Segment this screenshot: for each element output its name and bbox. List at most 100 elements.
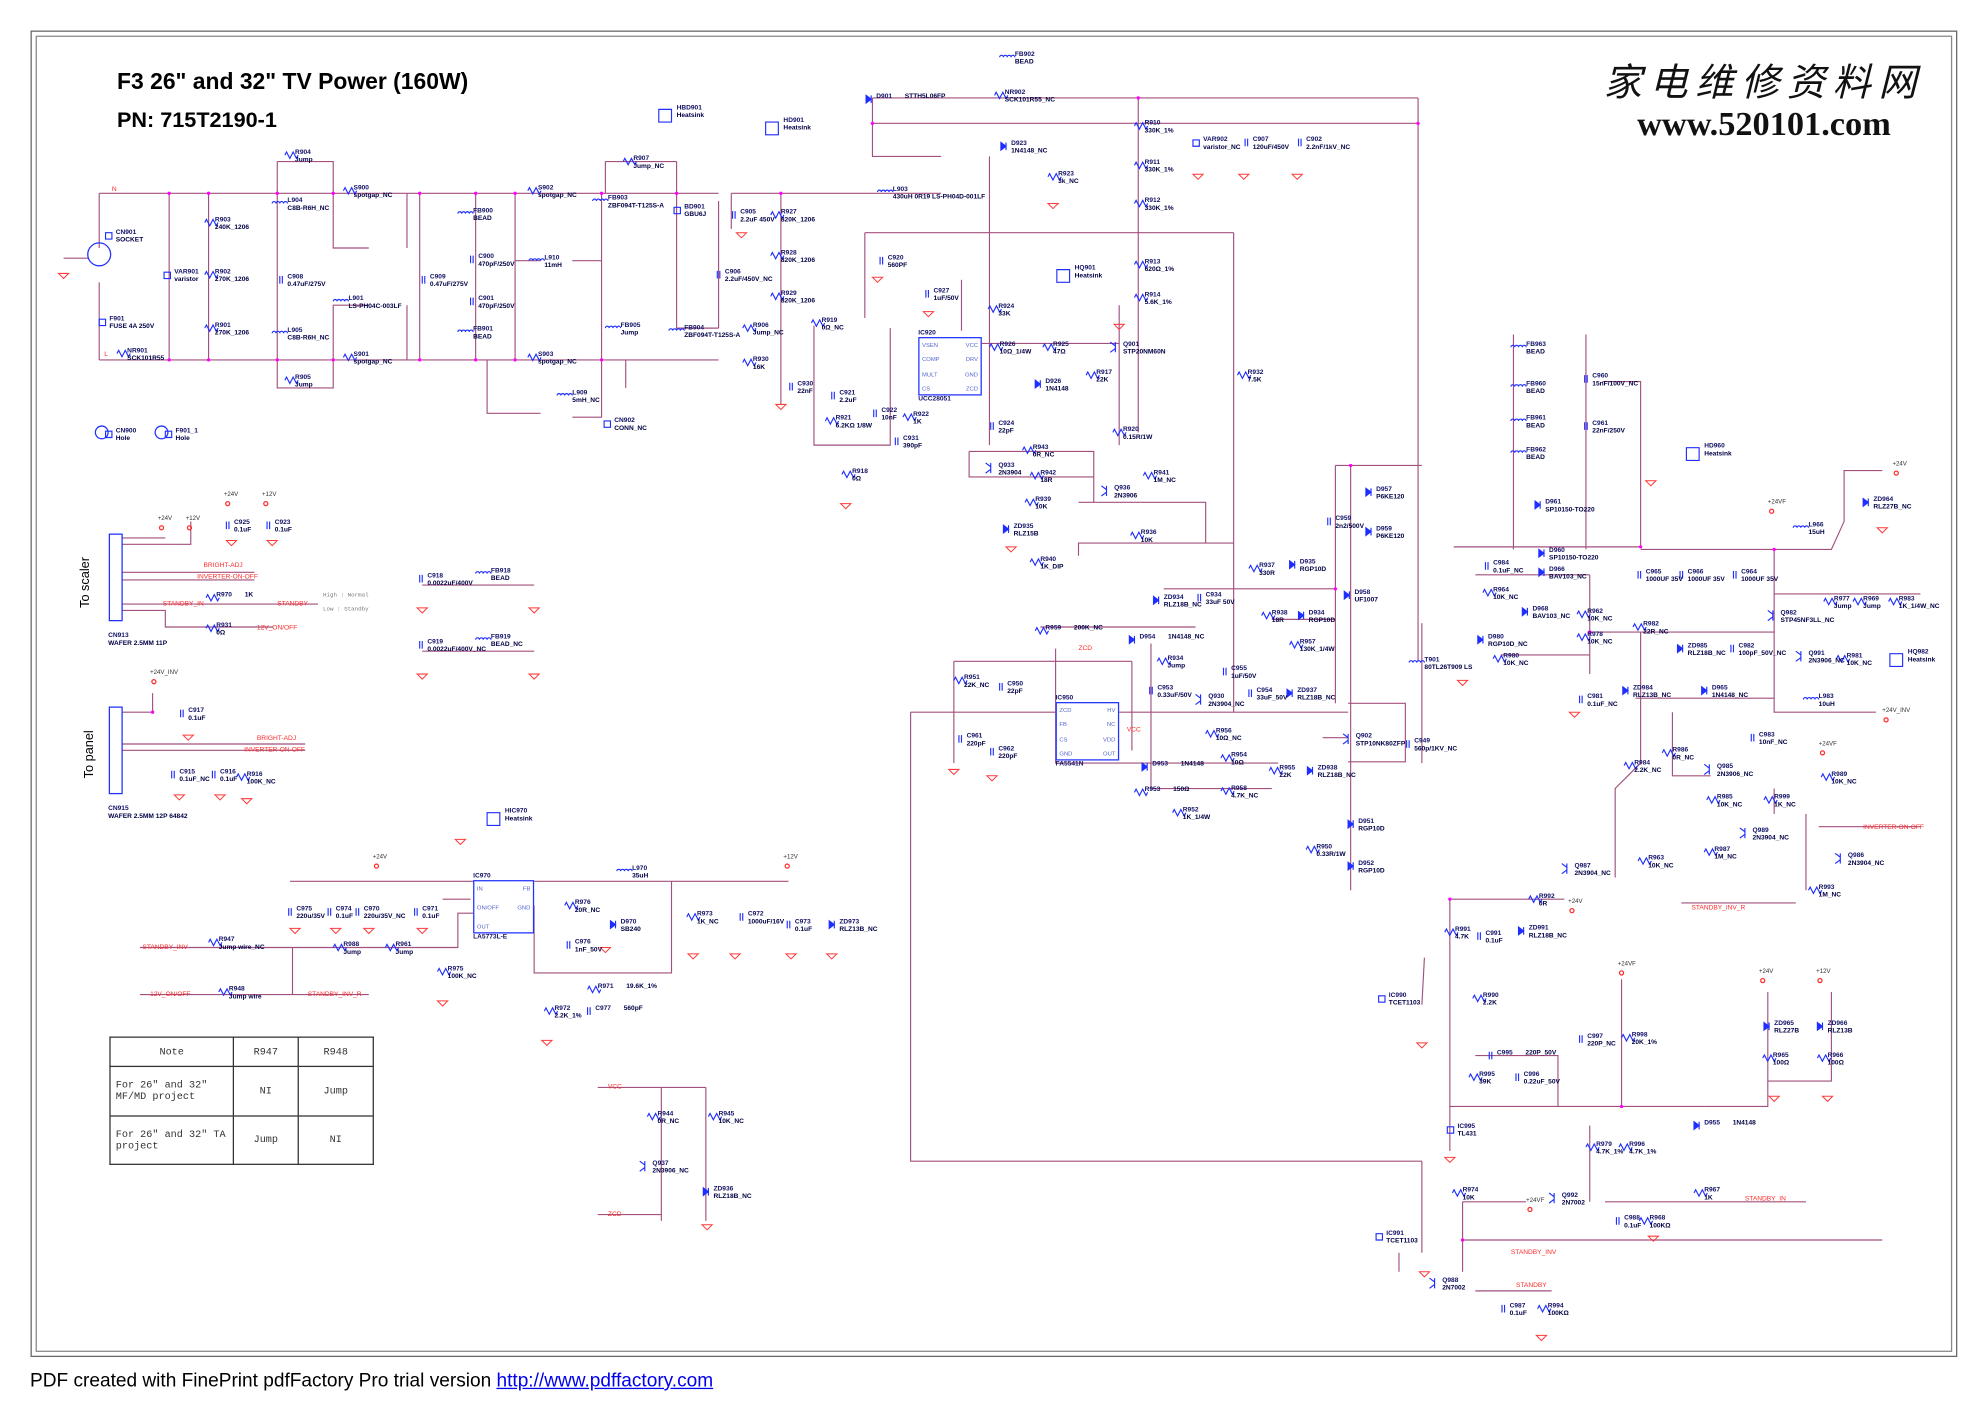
resistor-icon [841, 469, 856, 479]
resistor-icon [1852, 597, 1867, 606]
resistor-icon [994, 90, 1009, 100]
component-value: 330R [1259, 569, 1275, 578]
component-ref: C977 [595, 1004, 611, 1013]
capacitor-icon [731, 211, 736, 219]
resistor-icon [1112, 427, 1127, 437]
component-ref: R964 [1493, 586, 1509, 594]
junction-dot [1588, 630, 1592, 634]
side-label-scaler: To scaler [78, 557, 93, 608]
component-value: 1nF_50V [574, 946, 602, 954]
note-table: Note R947 R948 For 26" and 32" MF/MD pro… [109, 1036, 374, 1165]
transistor-icon [1429, 1277, 1436, 1289]
ic-pin-label: MULT [922, 371, 938, 378]
ground-icon [1568, 711, 1581, 719]
part-icon [98, 318, 107, 327]
component-value: 560PF [887, 261, 908, 270]
pdffactory-link[interactable]: http://www.pdffactory.com [496, 1370, 714, 1392]
power-rail-flag: +24VF [1818, 741, 1837, 748]
junction-dot [599, 358, 604, 362]
resistor-icon [208, 937, 223, 947]
component-ref: L904 [287, 197, 303, 205]
ground-icon [784, 953, 798, 960]
component-value: 10K_NC [1587, 615, 1613, 624]
component-value: 5mH_NC [572, 396, 600, 405]
capacitor-icon [879, 256, 884, 265]
component-ref: R932 [1247, 368, 1264, 377]
wire [291, 947, 369, 996]
component-value: varistor [174, 275, 199, 284]
ground-icon [871, 276, 884, 284]
component-ref: D953 [1152, 760, 1169, 769]
component-value: RGP10D_NC [1488, 640, 1528, 649]
component-ref: C924 [998, 419, 1015, 428]
component-value: 0.1uF [188, 714, 206, 723]
resistor-icon [1133, 787, 1149, 797]
diode-icon [1141, 761, 1149, 772]
wire [1077, 542, 1234, 556]
component-ref: R951 [964, 674, 980, 682]
resistor-icon [1261, 611, 1276, 620]
ic-part-number: LA5773L-E [473, 933, 508, 942]
ic-pin-label: GND [1059, 750, 1073, 757]
ground-icon [240, 798, 254, 805]
component-ref: R999 [1774, 793, 1790, 802]
ground-icon [415, 927, 429, 935]
ground-icon [415, 607, 429, 614]
net-label: BRIGHT-ADJ [256, 735, 297, 743]
ground-icon [1443, 1156, 1457, 1164]
component-ref: R950 [1316, 843, 1333, 851]
component-ref: C907 [1252, 136, 1269, 144]
resistor-icon [1762, 1053, 1777, 1063]
component-ref: C972 [747, 910, 764, 919]
component-value: 2N3904_NC [1847, 859, 1885, 868]
component-ref: F901 [109, 315, 125, 324]
resistor-icon [770, 291, 785, 301]
component-ref: R947 [218, 936, 235, 944]
component-ref: S901 [353, 351, 369, 359]
component-value: 1N4148_NC [1711, 691, 1749, 700]
component-value: 1uF/50V [933, 295, 959, 303]
resistor-icon [116, 349, 131, 358]
power-flag-icon [1527, 1206, 1533, 1213]
junction-dot [1136, 96, 1140, 100]
component-ref: VAR901 [174, 268, 199, 276]
component-value: 0R_NC [1672, 754, 1695, 762]
ground-icon [735, 232, 748, 239]
component-value: 2.2uF [839, 396, 857, 405]
component-ref: C931 [902, 434, 919, 443]
part-icon [1192, 139, 1200, 147]
resistor-icon [770, 251, 785, 261]
resistor-icon [1022, 445, 1037, 455]
component-value: 35uH [632, 872, 649, 881]
r947-cell: NI [232, 1065, 299, 1117]
component-value: RLZ18B_NC [1317, 771, 1356, 780]
net-label: STANDBY [277, 600, 308, 608]
wire [1671, 712, 1711, 777]
heatsink-icon [1685, 447, 1700, 461]
diode-icon [1622, 685, 1629, 696]
component-value: 20R_NC [574, 906, 601, 915]
resistor-icon [1142, 471, 1158, 481]
component-ref: C927 [933, 287, 950, 296]
